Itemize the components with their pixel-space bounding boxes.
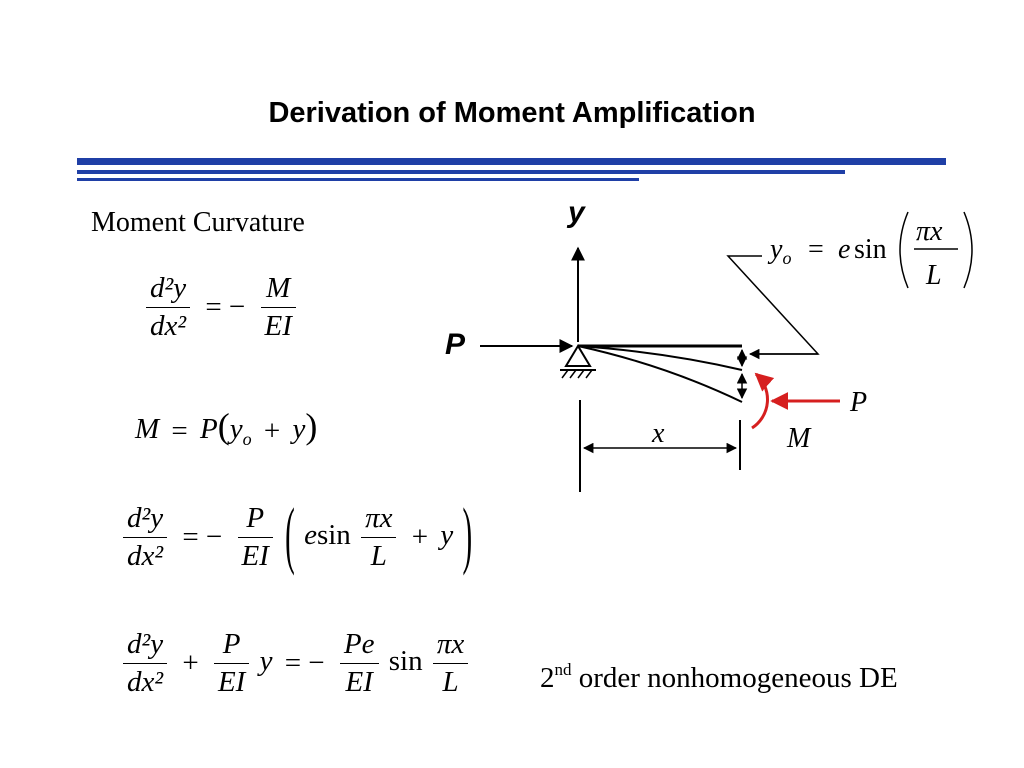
order-note: 2nd order nonhomogeneous DE bbox=[540, 660, 898, 694]
slide-title: Derivation of Moment Amplification bbox=[268, 97, 756, 129]
y-axis-label: y bbox=[566, 196, 586, 229]
title-rule-bottom bbox=[77, 178, 639, 181]
moment-arrow bbox=[751, 372, 775, 430]
title-rule-middle bbox=[77, 170, 845, 174]
svg-text:πx: πx bbox=[916, 216, 943, 247]
svg-text:L: L bbox=[925, 260, 942, 291]
initial-deflection-formula: yo = e sin πx L bbox=[767, 211, 973, 291]
beam-total-deflection bbox=[577, 345, 743, 403]
moment-label: M bbox=[786, 423, 812, 454]
svg-text:yo: yo bbox=[767, 234, 791, 268]
load-left-label: P bbox=[445, 328, 466, 361]
load-right-label: P bbox=[849, 387, 867, 418]
equation-differential: d²y dx² + P EI y = − Pe EI sin πx L bbox=[120, 628, 471, 699]
svg-text:sin: sin bbox=[854, 234, 887, 265]
equation-moment-curvature: d²y dx² = − M EI bbox=[143, 272, 299, 343]
fraction-m-ei: M EI bbox=[260, 272, 296, 343]
svg-text:=: = bbox=[808, 234, 824, 265]
x-dimension-label: x bbox=[651, 418, 665, 449]
svg-text:e: e bbox=[838, 234, 850, 265]
section-label: Moment Curvature bbox=[91, 207, 305, 238]
equation-moment-definition: M = P(yo + y) bbox=[135, 406, 318, 449]
fraction-d2y-dx2: d²y dx² bbox=[146, 272, 191, 343]
equation-substituted: d²y dx² = − P EI ( esin πx L + y ) bbox=[120, 495, 474, 578]
title-rule-top bbox=[77, 158, 946, 165]
pin-support bbox=[560, 344, 596, 379]
beam-initial-deflection bbox=[577, 345, 743, 371]
leader-line bbox=[726, 255, 820, 355]
